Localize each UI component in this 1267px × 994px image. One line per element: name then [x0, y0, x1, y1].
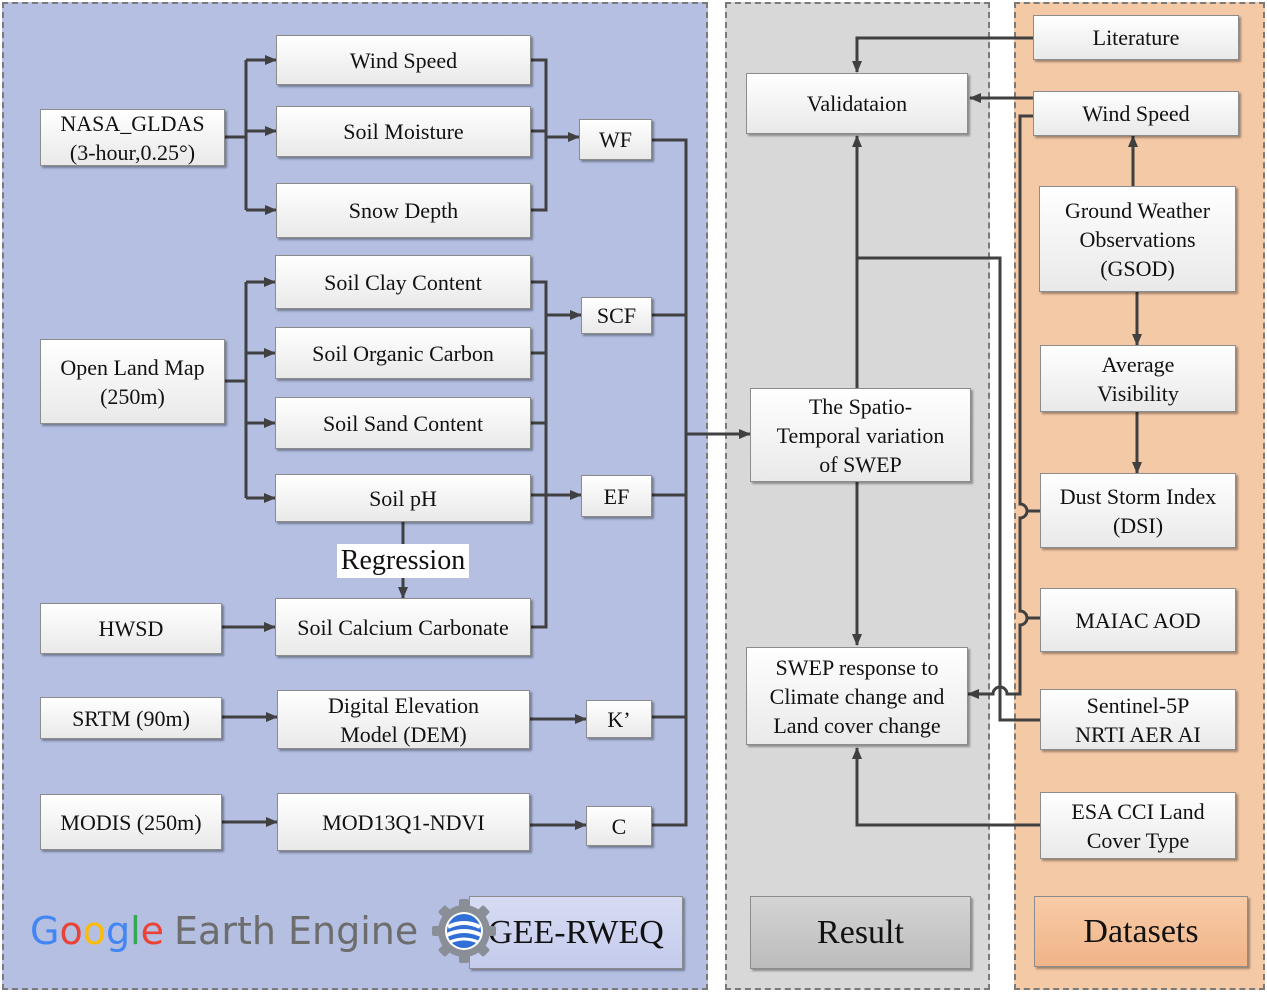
- soil-moisture-box: Soil Moisture: [276, 106, 531, 157]
- mod13q1-ndvi-box: MOD13Q1-NDVI: [277, 793, 530, 851]
- wind-speed-box: Wind Speed: [276, 35, 531, 85]
- nasa-gldas-box: NASA_GLDAS (3-hour,0.25°): [40, 109, 225, 166]
- soil-calcium-carbonate-box: Soil Calcium Carbonate: [275, 598, 531, 656]
- earth-engine-wordmark: Earth Engine: [174, 909, 419, 953]
- srtm-box: SRTM (90m): [40, 697, 222, 739]
- c-factor-box: C: [586, 806, 652, 846]
- ef-factor-box: EF: [581, 475, 652, 517]
- validation-box: Validataion: [746, 73, 968, 134]
- average-visibility-box: Average Visibility: [1040, 345, 1236, 412]
- gee-rweq-label: GEE-RWEQ: [469, 896, 683, 969]
- dem-box: Digital Elevation Model (DEM): [277, 690, 530, 749]
- esa-cci-land-cover-box: ESA CCI Land Cover Type: [1040, 792, 1236, 859]
- google-letter: o: [82, 909, 106, 953]
- soil-ph-box: Soil pH: [275, 474, 531, 522]
- modis-box: MODIS (250m): [40, 794, 222, 850]
- google-letter: e: [140, 909, 165, 953]
- scf-factor-box: SCF: [581, 297, 652, 334]
- google-letter: l: [130, 909, 141, 953]
- maiac-aod-box: MAIAC AOD: [1040, 588, 1236, 652]
- soil-organic-carbon-box: Soil Organic Carbon: [275, 327, 531, 379]
- hwsd-box: HWSD: [40, 603, 222, 654]
- spatio-temporal-variation-box: The Spatio- Temporal variation of SWEP: [750, 388, 971, 482]
- sentinel-5p-box: Sentinel-5P NRTI AER AI: [1040, 689, 1236, 750]
- soil-sand-content-box: Soil Sand Content: [275, 397, 531, 449]
- gsod-box: Ground Weather Observations (GSOD): [1039, 186, 1236, 292]
- google-earth-engine-logo: Google Earth Engine: [30, 899, 498, 963]
- result-label: Result: [750, 896, 971, 969]
- datasets-label: Datasets: [1034, 896, 1248, 967]
- earth-engine-gear-globe-icon: [432, 899, 497, 963]
- google-letter: o: [59, 909, 83, 953]
- wf-factor-box: WF: [579, 119, 652, 160]
- literature-box: Literature: [1033, 15, 1239, 60]
- swep-response-box: SWEP response to Climate change and Land…: [746, 647, 968, 745]
- k-prime-factor-box: K’: [586, 700, 652, 738]
- google-wordmark: Google: [30, 909, 164, 953]
- soil-clay-content-box: Soil Clay Content: [275, 255, 531, 309]
- open-land-map-box: Open Land Map (250m): [40, 339, 225, 424]
- dataset-wind-speed-box: Wind Speed: [1033, 91, 1239, 136]
- dust-storm-index-box: Dust Storm Index (DSI): [1040, 473, 1236, 548]
- google-letter: g: [105, 909, 131, 953]
- snow-depth-box: Snow Depth: [276, 183, 531, 238]
- google-letter: G: [30, 909, 60, 953]
- regression-label: Regression: [337, 544, 469, 578]
